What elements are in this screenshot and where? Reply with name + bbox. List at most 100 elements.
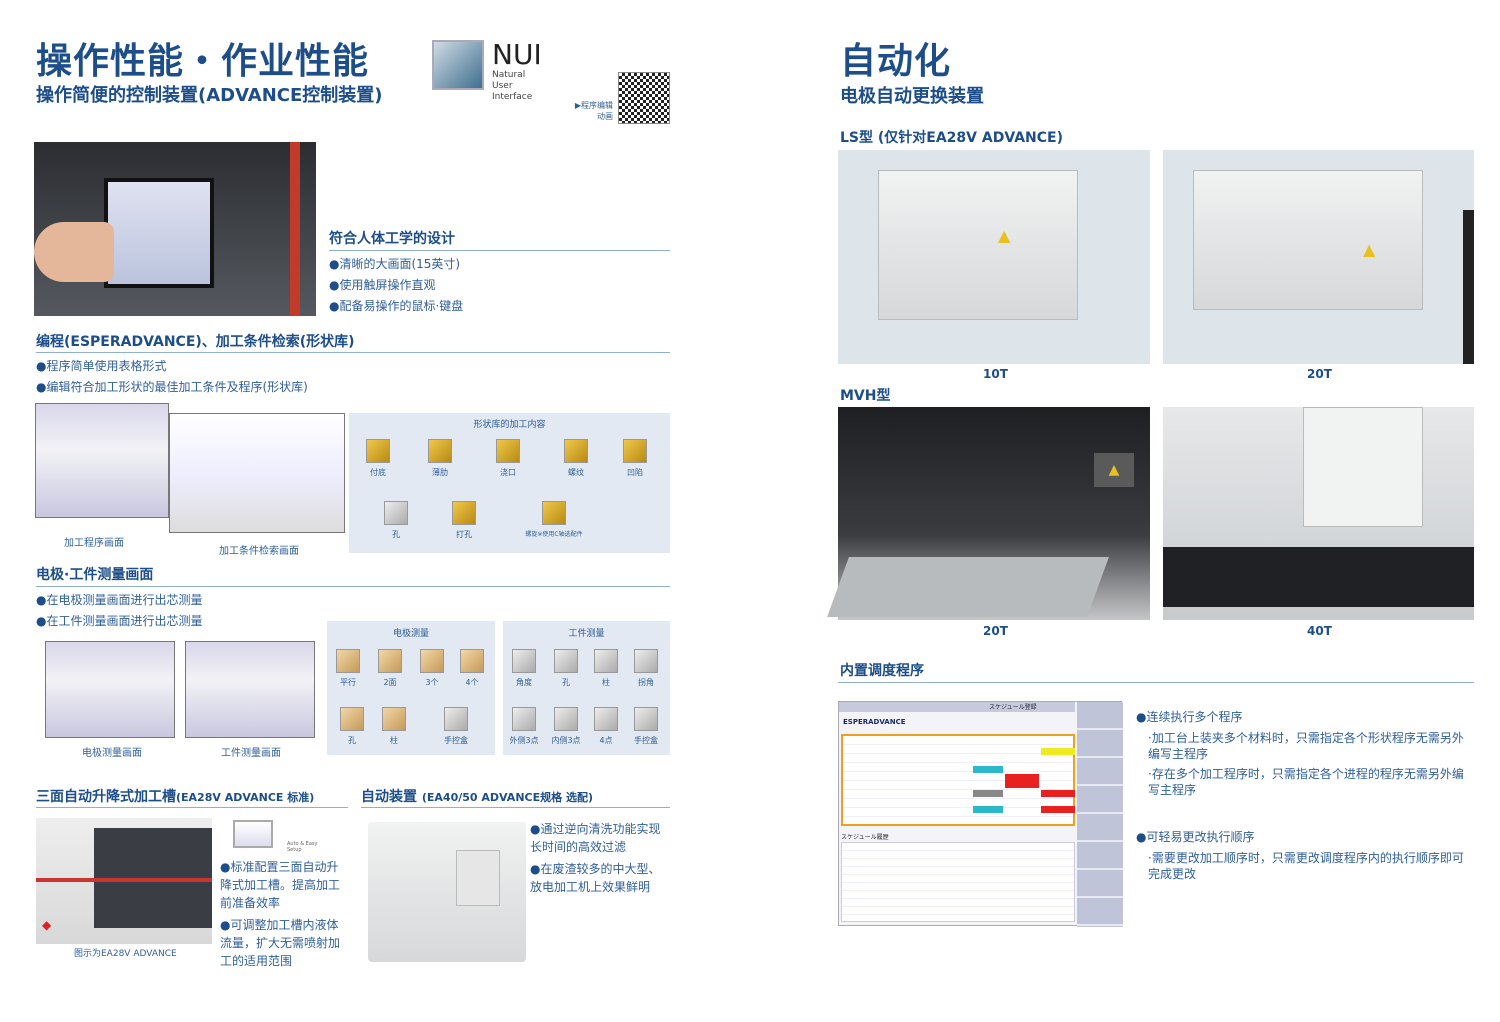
scheduler-heading: 内置调度程序 xyxy=(840,663,924,679)
filter-unit xyxy=(456,850,500,906)
machine-edge xyxy=(1463,210,1474,364)
bullet: 在电极测量画面进行出芯测量 xyxy=(36,590,202,611)
caption: 电极测量画面 xyxy=(82,748,142,759)
scheduler-screen: スケジュール登録 ESPERADVANCE スケジュール履歴 xyxy=(838,701,1123,927)
warning-icon: ▲ xyxy=(1363,240,1376,259)
mitsubishi-logo: ◆ xyxy=(42,918,52,932)
shape-icon xyxy=(384,501,408,525)
item-label: 外侧3点 xyxy=(509,736,539,745)
shape-label: 凹陷 xyxy=(627,468,643,477)
nui-logo-sub: Natural User Interface xyxy=(492,70,532,103)
panel-title: 电极测量 xyxy=(392,629,429,639)
auto-device-heading-note: (EA40/50 ADVANCE规格 选配) xyxy=(421,791,593,804)
shape-icon xyxy=(428,439,452,463)
caption: 加工条件检索画面 xyxy=(219,546,299,557)
nui-line3: Interface xyxy=(492,92,533,102)
ergonomics-heading: 符合人体工学的设计 xyxy=(329,231,455,247)
bullet: 通过逆向清洗功能实现长时间的高效过滤 xyxy=(530,820,672,856)
qr-label-2: 动画 xyxy=(597,112,613,121)
workpiece-icon xyxy=(634,649,658,673)
caption: 20T xyxy=(983,624,1008,638)
rack xyxy=(1163,547,1474,607)
panel-title: 形状库的加工内容 xyxy=(473,420,546,430)
workpiece-icon xyxy=(554,649,578,673)
bullet: 使用触屏操作直观 xyxy=(329,275,463,296)
status-cell xyxy=(973,806,1003,813)
caption: 20T xyxy=(1307,367,1332,381)
divider xyxy=(361,807,670,808)
shape-icon xyxy=(542,501,566,525)
workpiece-icon xyxy=(554,707,578,731)
bullet: 编辑符合加工形状的最佳加工条件及程序(形状库) xyxy=(36,377,307,398)
item-label: 手控盒 xyxy=(634,736,658,745)
workpiece-measure-screen-image xyxy=(185,641,315,738)
divider xyxy=(838,682,1474,683)
caption: 40T xyxy=(1307,624,1332,638)
shape-icon xyxy=(366,439,390,463)
status-cell xyxy=(1041,748,1075,755)
ergonomics-bullets: 清晰的大画面(15英寸) 使用触屏操作直观 配备易操作的鼠标·键盘 xyxy=(329,254,463,317)
shape-label: 付底 xyxy=(370,468,386,477)
mvh-heading: MVH型 xyxy=(840,388,891,404)
tray xyxy=(827,557,1109,617)
page-title-left: 操作性能・作业性能 xyxy=(36,41,370,82)
workpiece-icon xyxy=(594,649,618,673)
electrode-icon xyxy=(460,649,484,673)
page-subtitle-left: 操作简便的控制装置(ADVANCE控制装置) xyxy=(36,85,383,106)
qr-code[interactable] xyxy=(618,72,670,124)
auto-device-heading: 自动装置 (EA40/50 ADVANCE规格 选配) xyxy=(361,786,593,806)
point-sub-text: 存在多个加工程序时，只需指定各个进程的程序无需另外编写主程序 xyxy=(1148,767,1464,797)
bullet: 清晰的大画面(15英寸) xyxy=(329,254,463,275)
caption: 加工程序画面 xyxy=(64,538,124,549)
scheduler-points: 连续执行多个程序 ·加工台上装夹多个材料时，只需指定各个形状程序无需另外编写主程… xyxy=(1136,708,1472,882)
caption: 10T xyxy=(983,367,1008,381)
nui-logo: NUI Natural User Interface xyxy=(432,38,550,106)
programming-bullets: 程序简单使用表格形式 编辑符合加工形状的最佳加工条件及程序(形状库) xyxy=(36,356,308,398)
item-label: 孔 xyxy=(348,736,356,745)
nui-line2: User xyxy=(492,81,513,91)
workpiece-icon xyxy=(512,707,536,731)
pendant-icon xyxy=(444,707,468,731)
bullet: 程序简单使用表格形式 xyxy=(36,356,308,377)
ls-20t-photo: ▲ xyxy=(1163,150,1474,364)
item-label: 柱 xyxy=(602,678,610,687)
shape-label: 薄肋 xyxy=(432,468,448,477)
schedule-table xyxy=(841,734,1075,826)
status-cell xyxy=(973,790,1003,797)
changer-body xyxy=(878,170,1078,320)
page-subtitle-right: 电极自动更换装置 xyxy=(840,86,984,107)
item-label: 手控盒 xyxy=(444,736,468,745)
item-label: 4点 xyxy=(599,736,613,745)
program-screen-image xyxy=(35,403,169,518)
status-cell xyxy=(1005,774,1039,788)
auto-device-photo xyxy=(368,822,526,962)
item-label: 2面 xyxy=(383,678,397,687)
item-label: 内侧3点 xyxy=(551,736,581,745)
workpiece-icon xyxy=(512,649,536,673)
workpiece-icon xyxy=(594,707,618,731)
divider xyxy=(36,586,670,587)
nui-logo-icon xyxy=(432,40,484,90)
esperadvance-logo: ESPERADVANCE xyxy=(843,718,906,726)
control-panel-photo xyxy=(34,142,316,316)
red-stripe xyxy=(290,142,300,316)
divider xyxy=(36,807,348,808)
tank-heading: 三面自动升降式加工槽(EA28V ADVANCE 标准) xyxy=(36,786,314,806)
caption: 图示为EA28V ADVANCE xyxy=(74,949,177,959)
point-sub: ·需要更改加工顺序时，只需更改调度程序内的执行顺序即可完成更改 xyxy=(1148,851,1464,881)
caption: 工件测量画面 xyxy=(221,748,281,759)
electrode-icon xyxy=(378,649,402,673)
electrode-icon xyxy=(340,707,364,731)
hand xyxy=(34,222,114,282)
aes-icon xyxy=(233,820,273,848)
item-label: 角度 xyxy=(516,678,532,687)
electrode-measure-screen-image xyxy=(45,641,175,738)
shape-icon xyxy=(564,439,588,463)
auto-device-bullets: 通过逆向清洗功能实现长时间的高效过滤 在废渣较多的中大型、放电加工机上效果鲜明 xyxy=(530,820,672,896)
measurement-bullets: 在电极测量画面进行出芯测量 在工件测量画面进行出芯测量 xyxy=(36,590,202,632)
bullet: 配备易操作的鼠标·键盘 xyxy=(329,296,463,317)
tank-bullets: 标准配置三面自动升降式加工槽。提高加工前准备效率 可调整加工槽内液体流量，扩大无… xyxy=(220,858,348,970)
side-buttons[interactable] xyxy=(1077,702,1123,927)
warning-icon: ▲ xyxy=(1094,453,1134,487)
page-title-right: 自动化 xyxy=(840,41,952,82)
